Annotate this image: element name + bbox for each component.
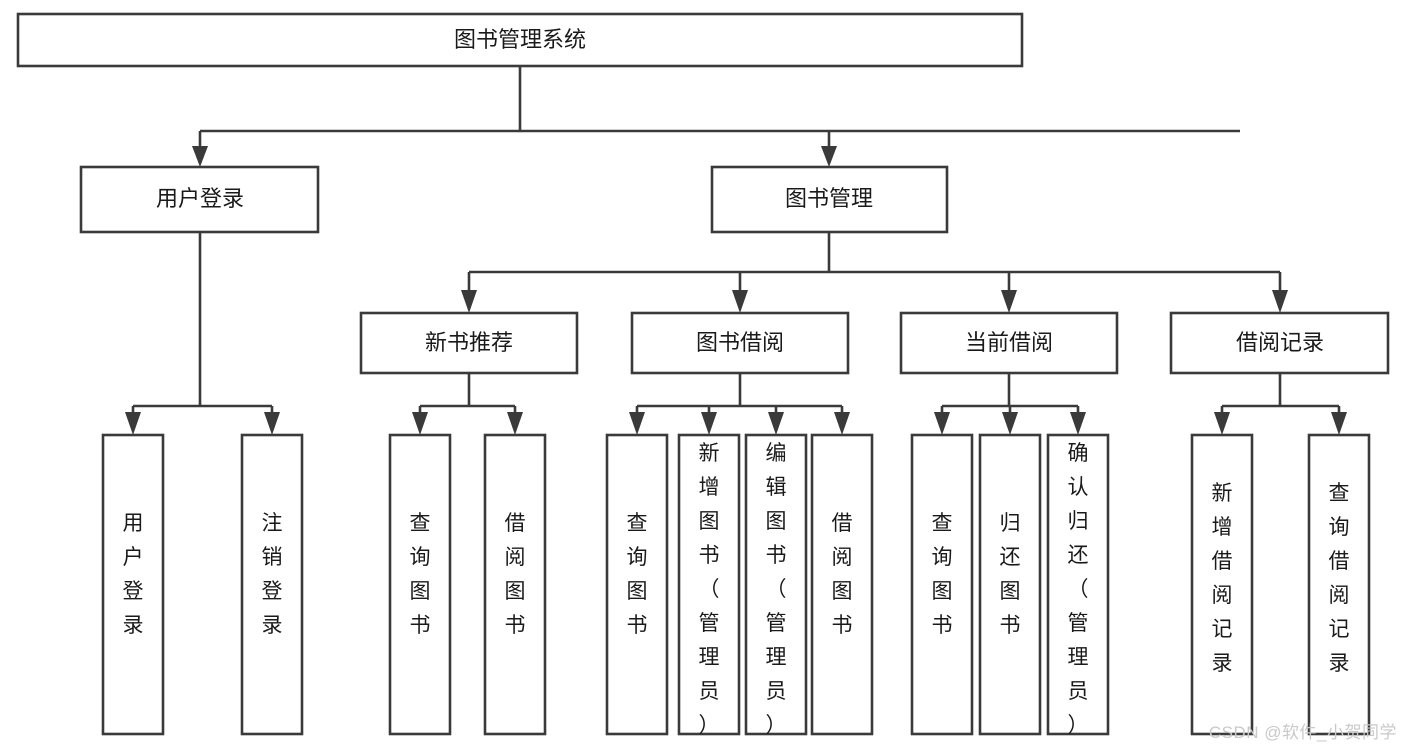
connectors-book-borrow-to-leaves bbox=[629, 373, 850, 435]
node-leaf-query-book-3[interactable]: 查询图书 bbox=[910, 433, 974, 736]
node-book-borrow[interactable]: 图书借阅 bbox=[630, 311, 850, 375]
node-leaf-query-book-2-box[interactable] bbox=[605, 433, 669, 736]
node-leaf-confirm-return-label: 确认归还（管理员） bbox=[1068, 442, 1089, 737]
node-leaf-query-record-box[interactable] bbox=[1307, 433, 1371, 736]
node-borrow-record[interactable]: 借阅记录 bbox=[1169, 311, 1390, 375]
node-leaf-return-book-box[interactable] bbox=[978, 433, 1042, 736]
node-leaf-query-book-2-label: 查询图书 bbox=[627, 512, 648, 637]
node-leaf-user-login-box[interactable] bbox=[101, 433, 165, 736]
arrowhead-leaf-user-login bbox=[125, 412, 141, 435]
arrowhead-leaf-borrow-book-2 bbox=[834, 412, 850, 435]
node-leaf-query-book-3-box[interactable] bbox=[910, 433, 974, 736]
node-leaf-add-record[interactable]: 新增借阅记录 bbox=[1190, 433, 1254, 736]
arrowhead-borrow-record bbox=[1272, 290, 1288, 313]
node-user-login[interactable]: 用户登录 bbox=[79, 165, 320, 234]
arrowhead-leaf-query-record bbox=[1331, 412, 1347, 435]
node-leaf-add-book[interactable]: 新增图书（管理员） bbox=[677, 433, 741, 737]
node-root[interactable]: 图书管理系统 bbox=[16, 12, 1024, 68]
node-leaf-user-logout-label: 注销登录 bbox=[262, 512, 283, 637]
connectors-book-manage-to-level3 bbox=[461, 232, 1288, 313]
node-current-borrow[interactable]: 当前借阅 bbox=[899, 311, 1119, 375]
node-book-manage-box[interactable] bbox=[710, 165, 949, 234]
node-book-manage[interactable]: 图书管理 bbox=[710, 165, 949, 234]
node-book-borrow-box[interactable] bbox=[630, 311, 850, 375]
node-user-login-box[interactable] bbox=[79, 165, 320, 234]
node-current-borrow-label: 当前借阅 bbox=[965, 330, 1053, 355]
connectors-current-borrow-to-leaves bbox=[934, 373, 1086, 435]
node-borrow-record-label: 借阅记录 bbox=[1236, 330, 1324, 355]
node-leaf-query-record-label: 查询借阅记录 bbox=[1329, 482, 1350, 675]
node-leaf-return-book[interactable]: 归还图书 bbox=[978, 433, 1042, 736]
arrowhead-leaf-query-book-2 bbox=[629, 412, 645, 435]
node-leaf-query-book-3-label: 查询图书 bbox=[932, 512, 953, 637]
node-leaf-borrow-book-1-label: 借阅图书 bbox=[505, 512, 526, 637]
arrowhead-current-borrow bbox=[1001, 290, 1017, 313]
node-leaf-query-book-1-box[interactable] bbox=[388, 433, 452, 736]
connectors-root-to-level2 bbox=[192, 66, 1240, 167]
node-new-book-recommend[interactable]: 新书推荐 bbox=[359, 311, 579, 375]
node-leaf-return-book-label: 归还图书 bbox=[1000, 512, 1021, 637]
node-leaf-query-book-2[interactable]: 查询图书 bbox=[605, 433, 669, 736]
arrowhead-leaf-edit-book bbox=[768, 412, 784, 435]
connectors-new-book-to-leaves bbox=[412, 373, 523, 435]
arrowhead-book-manage bbox=[821, 146, 837, 167]
arrowhead-book-borrow bbox=[732, 290, 748, 313]
node-leaf-add-record-label: 新增借阅记录 bbox=[1212, 482, 1233, 675]
node-leaf-user-logout-box[interactable] bbox=[240, 433, 304, 736]
node-new-book-recommend-label: 新书推荐 bbox=[425, 330, 513, 355]
arrowhead-user-login bbox=[192, 146, 208, 167]
node-new-book-recommend-box[interactable] bbox=[359, 311, 579, 375]
arrowhead-leaf-user-logout bbox=[264, 412, 280, 435]
node-leaf-query-record[interactable]: 查询借阅记录 bbox=[1307, 433, 1371, 736]
node-leaf-edit-book-box[interactable] bbox=[744, 433, 808, 736]
node-root-label: 图书管理系统 bbox=[454, 27, 586, 52]
node-leaf-borrow-book-1-box[interactable] bbox=[483, 433, 547, 736]
arrowhead-new-book-recommend bbox=[461, 290, 477, 313]
node-leaf-add-record-box[interactable] bbox=[1190, 433, 1254, 736]
arrowhead-leaf-add-book bbox=[701, 412, 717, 435]
node-leaf-edit-book[interactable]: 编辑图书（管理员） bbox=[744, 433, 808, 737]
arrowhead-leaf-borrow-book-1 bbox=[507, 412, 523, 435]
arrowhead-leaf-confirm-return bbox=[1070, 412, 1086, 435]
node-book-manage-label: 图书管理 bbox=[785, 186, 873, 211]
node-user-login-label: 用户登录 bbox=[156, 186, 244, 211]
arrowhead-leaf-query-book-1 bbox=[412, 412, 428, 435]
node-leaf-borrow-book-2[interactable]: 借阅图书 bbox=[810, 433, 874, 736]
node-leaf-borrow-book-2-box[interactable] bbox=[810, 433, 874, 736]
node-leaf-add-book-label: 新增图书（管理员） bbox=[699, 442, 720, 737]
node-leaf-borrow-book-1[interactable]: 借阅图书 bbox=[483, 433, 547, 736]
node-current-borrow-box[interactable] bbox=[899, 311, 1119, 375]
arrowhead-leaf-return-book bbox=[1002, 412, 1018, 435]
connectors-borrow-record-to-leaves bbox=[1214, 373, 1347, 435]
node-leaf-query-book-1-label: 查询图书 bbox=[410, 512, 431, 637]
node-leaf-query-book-1[interactable]: 查询图书 bbox=[388, 433, 452, 736]
node-borrow-record-box[interactable] bbox=[1169, 311, 1390, 375]
arrowhead-leaf-query-book-3 bbox=[934, 412, 950, 435]
node-root-box[interactable] bbox=[16, 12, 1024, 68]
node-leaf-user-logout[interactable]: 注销登录 bbox=[240, 433, 304, 736]
node-leaf-confirm-return[interactable]: 确认归还（管理员） bbox=[1046, 433, 1110, 737]
node-leaf-add-book-box[interactable] bbox=[677, 433, 741, 736]
connectors-user-login-to-leaves bbox=[125, 232, 280, 435]
node-leaf-confirm-return-box[interactable] bbox=[1046, 433, 1110, 736]
node-leaf-user-login-label: 用户登录 bbox=[123, 512, 144, 637]
node-leaf-user-login[interactable]: 用户登录 bbox=[101, 433, 165, 736]
node-book-borrow-label: 图书借阅 bbox=[696, 330, 784, 355]
arrowhead-leaf-add-record bbox=[1214, 412, 1230, 435]
node-leaf-edit-book-label: 编辑图书（管理员） bbox=[766, 442, 787, 737]
node-leaf-borrow-book-2-label: 借阅图书 bbox=[832, 512, 853, 637]
